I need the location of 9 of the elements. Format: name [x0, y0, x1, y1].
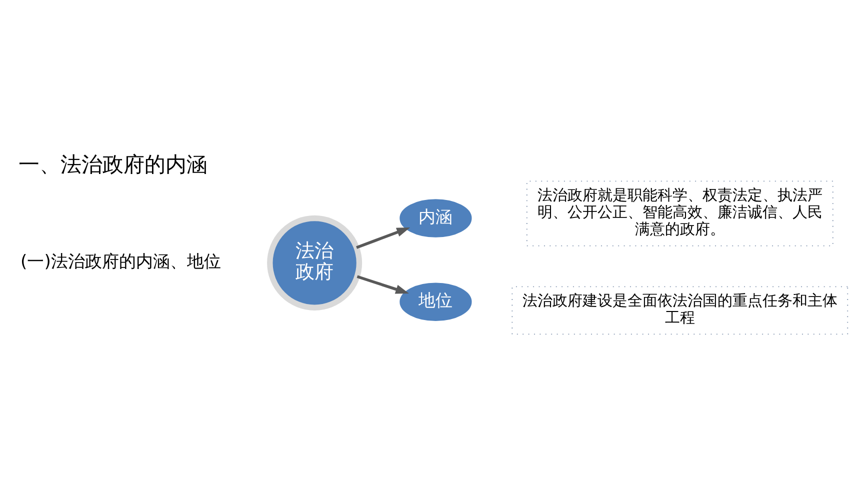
arrow	[356, 227, 410, 248]
node-ellipse: 内涵	[400, 198, 472, 237]
arrow	[356, 274, 409, 294]
label: (一)法治政府的内涵、地位	[20, 252, 221, 272]
node-circle: 法治政府	[267, 214, 362, 310]
node-ellipse: 地位	[400, 282, 472, 320]
diagram-title: 一、法治政府的内涵	[18, 152, 208, 176]
node-box: 法治政府就是职能科学、权责法定、执法严明、公开公正、智能高效、廉洁诚信、人民满意的政府。	[526, 180, 834, 246]
node-box: 法治政府建设是全面依法治国的重点任务和主体工程	[512, 286, 848, 334]
